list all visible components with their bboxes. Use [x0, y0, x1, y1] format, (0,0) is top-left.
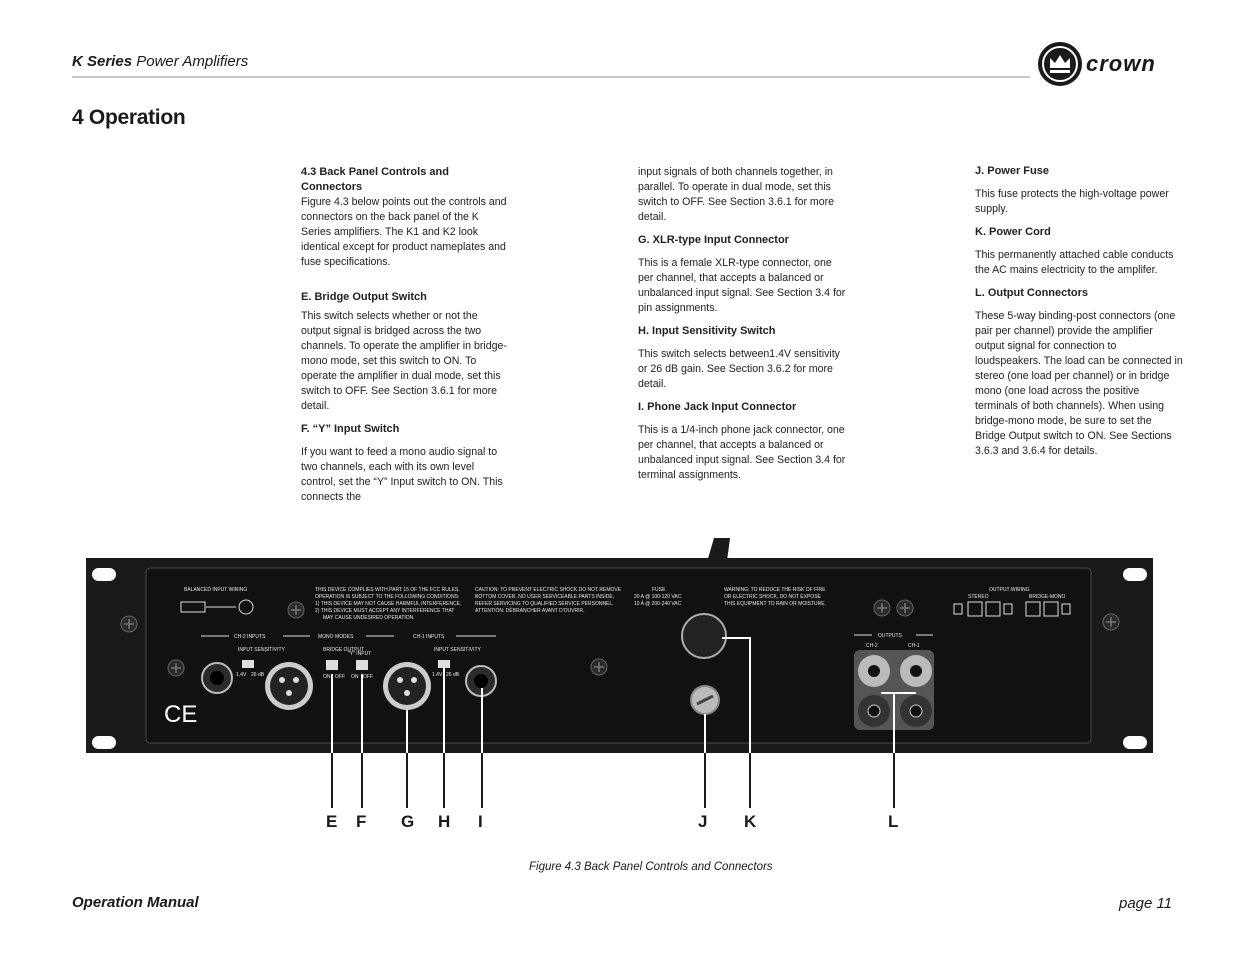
ch1-sens-14v: 1.4V [432, 672, 443, 678]
bridge-output-switch [326, 660, 338, 670]
sensitivity-text: This switch selects between1.4V sensitiv… [638, 348, 840, 390]
caution-label-3: REFER SERVICING TO QUALIFIED SERVICE PER… [475, 601, 614, 607]
text-column-1: 4.3 Back Panel Controls and Connectors F… [301, 165, 509, 505]
mono-modes-label: MONO MODES [318, 634, 354, 640]
callout-i: I [478, 812, 483, 831]
ch1-inputs-label: CH-1 INPUTS [413, 634, 445, 640]
phone-jack-text: This is a 1/4-inch phone jack connector,… [638, 424, 846, 481]
callout-f: F [356, 812, 366, 831]
fuse-label-2: 20 A @ 100-120 VAC [634, 594, 682, 600]
bridge-on-label: ON [323, 674, 331, 680]
y-input-switch [356, 660, 368, 670]
ch1-sensitivity-label: INPUT SENSITIVITY [434, 647, 482, 653]
back-panel-figure: BALANCED INPUT WIRING THIS DEVICE COMPLI… [86, 538, 1153, 831]
brand-wordmark: crown [1086, 51, 1156, 76]
subsection-heading: 4.3 Back Panel Controls and Connectors [301, 166, 449, 193]
ch2-inputs-label: CH-2 INPUTS [234, 634, 266, 640]
ch2-sens-14v: 1.4V [236, 672, 247, 678]
warning-label-3: THIS EQUIPMENT TO RAIN OR MOISTURE. [724, 601, 826, 607]
fuse-label-3: 10 A @ 200-240 VAC [634, 601, 682, 607]
section-title: 4 Operation [72, 106, 186, 129]
bridge-output-text: This switch selects whether or not the o… [301, 310, 507, 412]
y-input-heading: F. “Y” Input Switch [301, 423, 400, 435]
cord-strain-relief [681, 613, 727, 659]
y-on-label: ON [351, 674, 359, 680]
intro-paragraph: Figure 4.3 below points out the controls… [301, 196, 507, 268]
power-fuse-text: This fuse protects the high-voltage powe… [975, 188, 1169, 215]
page-number: page 11 [1119, 895, 1173, 912]
fcc-label-3: 1) THIS DEVICE MAY NOT CAUSE HARMFUL INT… [315, 601, 461, 607]
fcc-label-1: THIS DEVICE COMPLIES WITH PART 15 OF THE… [315, 587, 460, 593]
bridge-off-label: OFF [335, 674, 345, 680]
warning-label-1: WARNING: TO REDUCE THE RISK OF FIRE [724, 587, 826, 593]
callout-j: J [698, 812, 707, 831]
warning-label-2: OR ELECTRIC SHOCK, DO NOT EXPOSE [724, 594, 822, 600]
power-fuse-heading: J. Power Fuse [975, 165, 1049, 177]
callout-e: E [326, 812, 337, 831]
crown-logo: crown [1038, 42, 1156, 86]
power-cord-heading: K. Power Cord [975, 226, 1051, 238]
y-off-label: OFF [363, 674, 373, 680]
callout-k: K [744, 812, 757, 831]
callout-h: H [438, 812, 450, 831]
caution-label-4: ATTENTION: DÉBRANCHER AVANT D'OUVRIR. [475, 607, 585, 614]
power-cord-text: This permanently attached cable conducts… [975, 249, 1174, 276]
phone-jack-heading: I. Phone Jack Input Connector [638, 401, 797, 413]
output-wiring-label: OUTPUT WIRING [989, 587, 1030, 593]
y-input-label: "Y" INPUT [348, 651, 371, 657]
stereo-label: STEREO [968, 594, 989, 600]
header-rule [72, 76, 1030, 78]
fcc-label-4: 2) THIS DEVICE MUST ACCEPT ANY INTERFERE… [315, 608, 454, 614]
callout-g: G [401, 812, 414, 831]
output-ch1-label: CH-1 [908, 643, 920, 649]
output-ch2-label: CH-2 [866, 643, 878, 649]
sensitivity-heading: H. Input Sensitivity Switch [638, 325, 776, 337]
series-subtitle: Power Amplifiers [136, 53, 249, 70]
ch2-sens-26db: 26 dB [251, 672, 265, 678]
text-column-3: J. Power Fuse This fuse protects the hig… [975, 164, 1183, 459]
series-name: K Series [72, 53, 133, 70]
running-header: K Series Power Amplifiers [72, 53, 248, 70]
ch1-sensitivity-switch [438, 660, 450, 668]
y-input-text-continued: input signals of both channels together,… [638, 166, 835, 223]
figure-caption: Figure 4.3 Back Panel Controls and Conne… [529, 861, 773, 873]
output-connectors-heading: L. Output Connectors [975, 287, 1089, 299]
y-input-text: If you want to feed a mono audio signal … [301, 446, 503, 503]
xlr-heading: G. XLR-type Input Connector [638, 234, 789, 246]
fcc-label-5: MAY CAUSE UNDESIRED OPERATION. [323, 615, 415, 621]
caution-label-2: BOTTOM COVER. NO USER SERVICEABLE PARTS … [475, 594, 614, 600]
outputs-label: OUTPUTS [878, 633, 903, 639]
text-column-2: input signals of both channels together,… [638, 165, 846, 483]
ch1-sens-26db: 26 dB [446, 672, 460, 678]
footer-manual-title: Operation Manual [72, 894, 199, 911]
xlr-text: This is a female XLR-type connector, one… [638, 257, 846, 314]
bridge-output-heading: E. Bridge Output Switch [301, 291, 427, 303]
callout-l: L [888, 812, 898, 831]
ch2-sensitivity-label: INPUT SENSITIVITY [238, 647, 286, 653]
ch2-sensitivity-switch [242, 660, 254, 668]
fuse-label-1: FUSE [652, 587, 666, 593]
bridge-mono-label: BRIDGE-MONO [1029, 594, 1066, 600]
bridge-output-label: BRIDGE OUTPUT [323, 647, 364, 653]
output-connectors-text: These 5-way binding-post connectors (one… [975, 310, 1183, 457]
ce-mark: CE [164, 701, 197, 728]
fcc-label-2: OPERATION IS SUBJECT TO THE FOLLOWING CO… [315, 594, 459, 600]
output-binding-posts [854, 650, 934, 730]
balanced-input-wiring-label: BALANCED INPUT WIRING [184, 587, 247, 593]
caution-label-1: CAUTION: TO PREVENT ELECTRIC SHOCK DO NO… [475, 587, 622, 593]
